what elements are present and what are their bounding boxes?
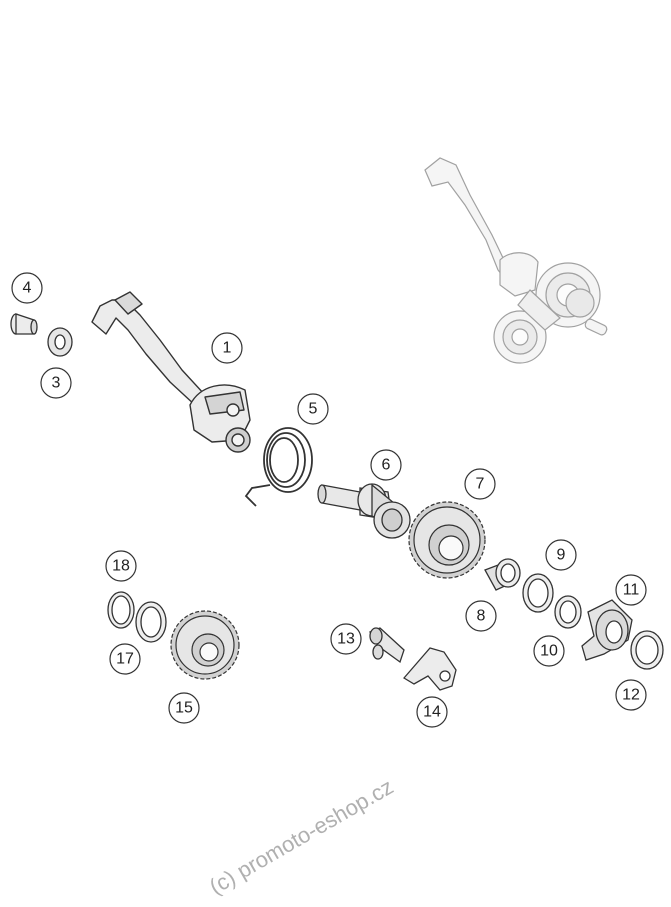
callout-5: 5 bbox=[297, 393, 329, 425]
svg-text:6: 6 bbox=[382, 457, 391, 474]
callout-3: 3 bbox=[40, 367, 72, 399]
part-4-pin bbox=[10, 313, 38, 335]
svg-text:18: 18 bbox=[112, 558, 130, 575]
watermark: (c) promoto-eshop.cz bbox=[205, 774, 398, 900]
callout-6: 6 bbox=[370, 449, 402, 481]
callout-8: 8 bbox=[465, 600, 497, 632]
svg-text:8: 8 bbox=[477, 608, 486, 625]
part-18-ring bbox=[107, 591, 135, 629]
svg-text:10: 10 bbox=[540, 643, 558, 660]
svg-text:1: 1 bbox=[223, 340, 232, 357]
part-3-washer bbox=[47, 327, 73, 357]
svg-text:11: 11 bbox=[623, 582, 640, 599]
part-1-kickstarter-lever bbox=[91, 291, 251, 453]
svg-text:9: 9 bbox=[557, 547, 566, 564]
part-5-spring bbox=[244, 427, 313, 507]
callout-17: 17 bbox=[109, 643, 141, 675]
part-10-snap-ring bbox=[554, 595, 582, 629]
callout-13: 13 bbox=[330, 623, 362, 655]
part-6-shaft bbox=[317, 483, 411, 539]
part-11-ratchet bbox=[581, 599, 633, 661]
part-15-idler-gear bbox=[170, 610, 240, 680]
callouts: 1 3 4 5 6 7 8 9 10 11 12 13 14 15 17 18 bbox=[11, 272, 647, 728]
svg-text:7: 7 bbox=[476, 476, 485, 493]
part-12-circlip bbox=[630, 630, 664, 670]
svg-text:17: 17 bbox=[116, 651, 134, 668]
svg-text:4: 4 bbox=[23, 280, 32, 297]
part-9-ring bbox=[522, 573, 554, 613]
callout-12: 12 bbox=[615, 679, 647, 711]
callout-1: 1 bbox=[211, 332, 243, 364]
part-13-bolt bbox=[369, 627, 405, 664]
callout-11: 11 bbox=[615, 574, 647, 606]
svg-text:13: 13 bbox=[337, 631, 355, 648]
part-14-stop-plate bbox=[403, 647, 457, 691]
part-7-gear bbox=[408, 501, 486, 579]
callout-10: 10 bbox=[533, 635, 565, 667]
svg-text:5: 5 bbox=[309, 401, 318, 418]
callout-4: 4 bbox=[11, 272, 43, 304]
assembly-overview bbox=[424, 157, 608, 364]
svg-text:3: 3 bbox=[52, 375, 61, 392]
callout-15: 15 bbox=[168, 692, 200, 724]
callout-14: 14 bbox=[416, 696, 448, 728]
part-8-bushing bbox=[484, 558, 521, 591]
callout-7: 7 bbox=[464, 468, 496, 500]
svg-text:15: 15 bbox=[175, 700, 193, 717]
svg-text:12: 12 bbox=[622, 687, 640, 704]
part-17-ring bbox=[135, 601, 167, 643]
svg-text:14: 14 bbox=[423, 704, 441, 721]
callout-18: 18 bbox=[105, 550, 137, 582]
callout-9: 9 bbox=[545, 539, 577, 571]
